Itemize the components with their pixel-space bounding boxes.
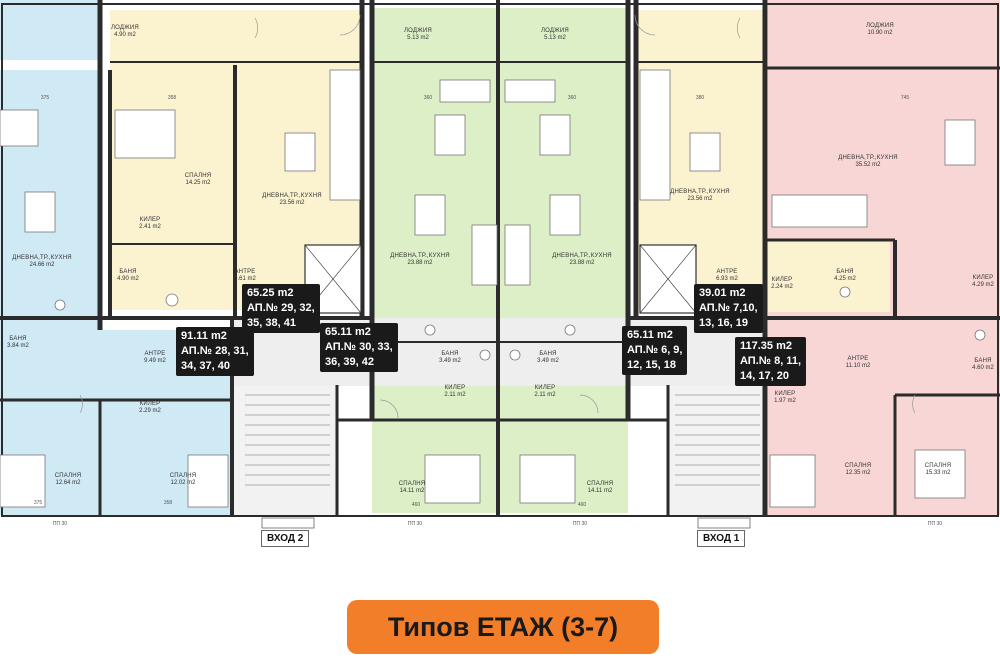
dim-label: 360 (567, 95, 577, 101)
dim-label: 375 (40, 95, 50, 101)
dim-label: 380 (695, 95, 705, 101)
dim-label: 360 (423, 95, 433, 101)
dim-label: 375 (33, 500, 43, 506)
dim-label: ПП 30 (52, 521, 68, 527)
walls (0, 0, 1000, 517)
furniture (0, 69, 986, 508)
elevators (304, 244, 697, 314)
dim-label: ПП 30 (927, 521, 943, 527)
stair-treads (245, 394, 760, 486)
dim-label: 460 (577, 502, 587, 508)
dim-label: ПП 30 (572, 521, 588, 527)
floor-title: Типов ЕТАЖ (3-7) (347, 600, 659, 654)
dim-label: 358 (163, 500, 173, 506)
unit-fills (0, 0, 1000, 515)
dim-label: ПП 30 (407, 521, 423, 527)
unit-blue-loggia (0, 0, 100, 60)
dim-label: 358 (167, 95, 177, 101)
floor-plan (0, 0, 1000, 529)
stair-right (668, 385, 768, 515)
entrance-label-1: ВХОД 1 (697, 530, 746, 547)
door-swings (79, 14, 916, 419)
entrance-label-2: ВХОД 2 (261, 530, 310, 547)
stair-left (232, 385, 337, 515)
entrance-steps (261, 517, 751, 529)
dim-label: 745 (900, 95, 910, 101)
dim-label: 460 (411, 502, 421, 508)
